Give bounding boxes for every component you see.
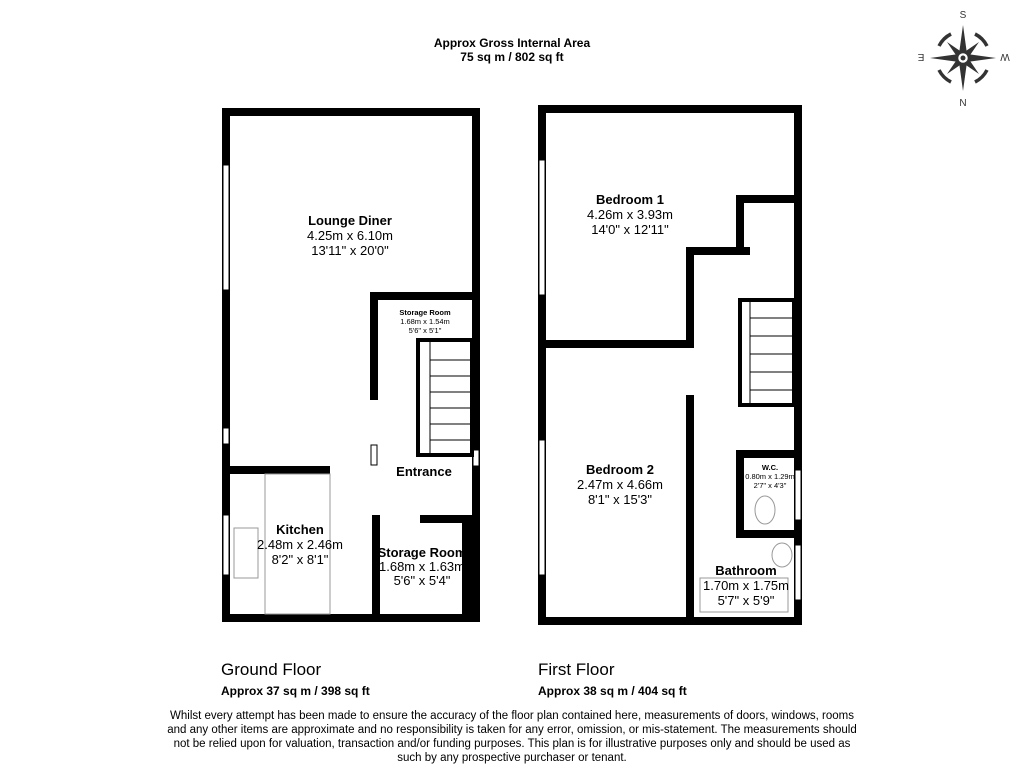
compass-e: E bbox=[917, 51, 924, 62]
disclaimer: Whilst every attempt has been made to en… bbox=[167, 710, 857, 764]
header-title: Approx Gross Internal Area bbox=[433, 36, 591, 50]
compass-n: N bbox=[959, 98, 966, 109]
room-entrance: Entrance bbox=[396, 464, 452, 479]
compass-s: S bbox=[960, 10, 967, 21]
first-floor-walls bbox=[538, 105, 802, 625]
first-floor-area: Approx 38 sq m / 404 sq ft bbox=[538, 684, 687, 698]
first-floor-title: First Floor bbox=[538, 660, 615, 679]
header-area: 75 sq m / 802 sq ft bbox=[460, 50, 564, 64]
bathroom-fixtures bbox=[233, 473, 793, 615]
first-stairs bbox=[738, 298, 796, 407]
compass-w: W bbox=[1000, 51, 1010, 62]
compass-icon: S N E W bbox=[917, 10, 1009, 109]
ground-stairs bbox=[416, 338, 474, 457]
ground-floor-title: Ground Floor bbox=[221, 660, 322, 679]
ground-floor-area: Approx 37 sq m / 398 sq ft bbox=[221, 684, 370, 698]
